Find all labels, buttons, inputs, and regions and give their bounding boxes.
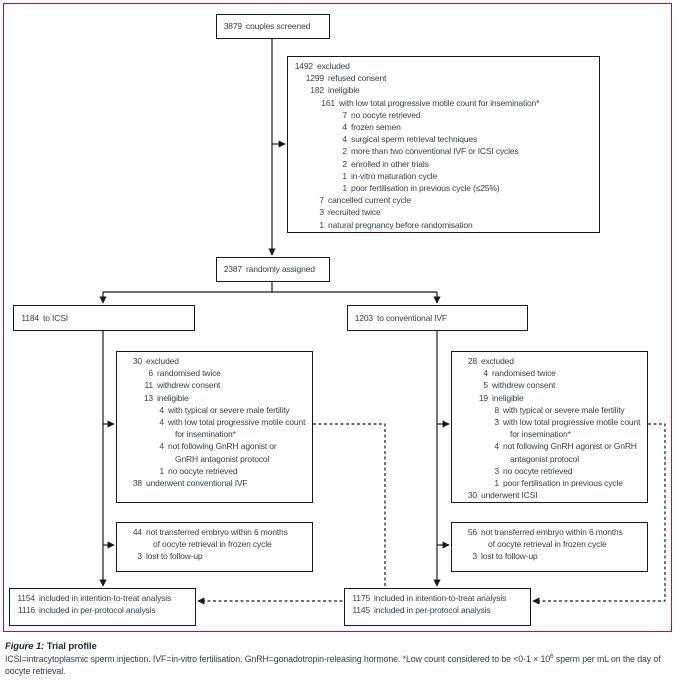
- footnote-text-end: sperm per mL on the day of oocyte retrie…: [5, 654, 661, 676]
- flow-line: antagonist protocol: [510, 453, 579, 464]
- figure-title: Figure 1: Trial profile: [5, 640, 673, 653]
- figure-caption: Figure 1: Trial profile ICSI=intracytopl…: [5, 640, 673, 677]
- footnote-text: ICSI=intracytoplasmic sperm injection. I…: [5, 654, 551, 664]
- flow-line: of oocyte retrieval in frozen cycle: [153, 539, 272, 550]
- figure-title-label: Figure 1:: [5, 641, 45, 652]
- figure-title-text: Trial profile: [46, 641, 97, 652]
- flow-line: of oocyte retrieval in frozen cycle: [488, 539, 607, 550]
- flow-line: for insemination*: [175, 429, 236, 440]
- flow-line: GnRH antagonist protocol: [175, 453, 270, 464]
- figure-footnote: ICSI=intracytoplasmic sperm injection. I…: [5, 653, 673, 677]
- footnote-superscript: 6: [550, 653, 554, 661]
- flow-line: for insemination*: [510, 429, 571, 440]
